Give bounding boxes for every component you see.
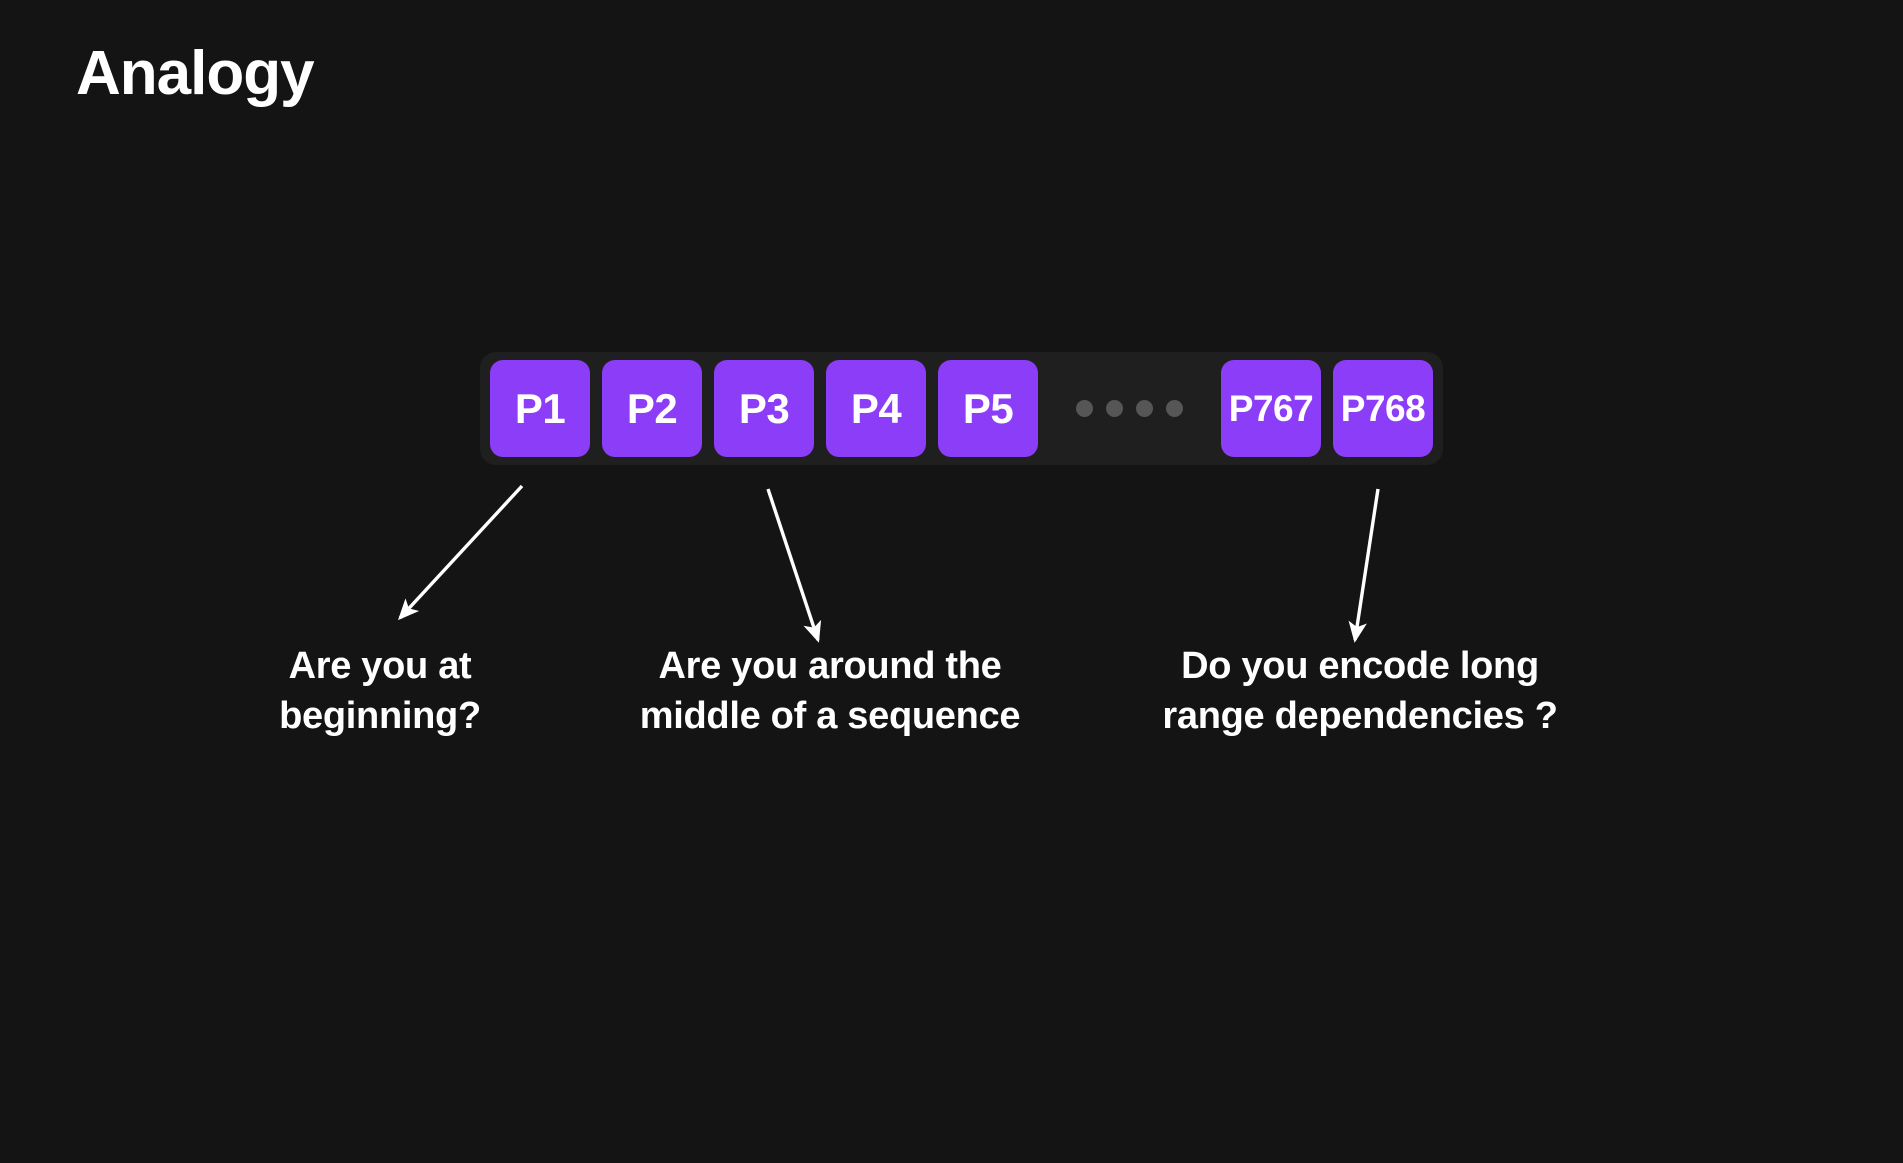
token-p768[interactable]: P768 bbox=[1333, 360, 1433, 457]
caption-beginning-line2: beginning? bbox=[279, 694, 481, 737]
ellipsis-dot-icon bbox=[1106, 400, 1123, 417]
arrow-to-middle-caption bbox=[766, 488, 822, 643]
position-token-strip: P1 P2 P3 P4 P5 P767 P768 bbox=[480, 352, 1443, 465]
ellipsis-dot-icon bbox=[1076, 400, 1093, 417]
arrow-to-longrange-caption bbox=[1348, 488, 1380, 643]
caption-longrange-line1: Do you encode long bbox=[1181, 645, 1539, 687]
token-p3[interactable]: P3 bbox=[714, 360, 814, 457]
caption-longrange-line2: range dependencies ? bbox=[1162, 694, 1558, 737]
caption-middle: Are you around the middle of a sequence bbox=[600, 642, 1060, 742]
page-title: Analogy bbox=[76, 39, 315, 108]
ellipsis-separator bbox=[1050, 360, 1209, 457]
arrow-to-beginning-caption bbox=[397, 484, 524, 621]
token-p1[interactable]: P1 bbox=[490, 360, 590, 457]
token-p767[interactable]: P767 bbox=[1221, 360, 1321, 457]
token-p5[interactable]: P5 bbox=[938, 360, 1038, 457]
caption-middle-line2: middle of a sequence bbox=[639, 694, 1021, 737]
caption-longrange: Do you encode long range dependencies ? bbox=[1125, 642, 1595, 742]
ellipsis-dot-icon bbox=[1166, 400, 1183, 417]
token-p4[interactable]: P4 bbox=[826, 360, 926, 457]
caption-beginning: Are you at beginning? bbox=[235, 642, 525, 742]
caption-beginning-line1: Are you at bbox=[288, 645, 472, 687]
ellipsis-dot-icon bbox=[1136, 400, 1153, 417]
token-p2[interactable]: P2 bbox=[602, 360, 702, 457]
caption-middle-line1: Are you around the bbox=[658, 645, 1002, 687]
